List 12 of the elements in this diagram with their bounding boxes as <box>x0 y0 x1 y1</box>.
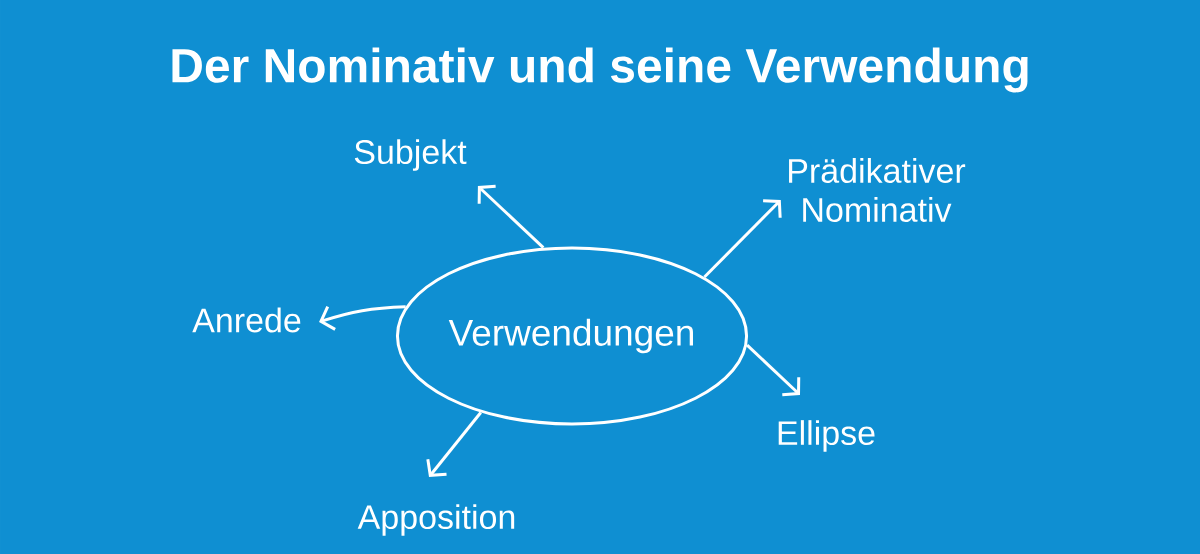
category-label: Anrede <box>192 307 301 333</box>
arrow <box>477 184 545 249</box>
title: Der Nominativ und seine Verwendung <box>172 47 1028 93</box>
arrow <box>426 411 482 477</box>
arrow <box>703 199 782 279</box>
category-label: Subjekt <box>354 139 467 171</box>
ellipse-node: Verwendungen <box>395 246 749 426</box>
category-label: Apposition <box>357 504 515 536</box>
arrow <box>746 344 801 397</box>
category-label: Ellipse <box>778 420 875 452</box>
arrow <box>319 305 406 331</box>
category-label: Prädikativer Nominativ <box>789 158 966 222</box>
